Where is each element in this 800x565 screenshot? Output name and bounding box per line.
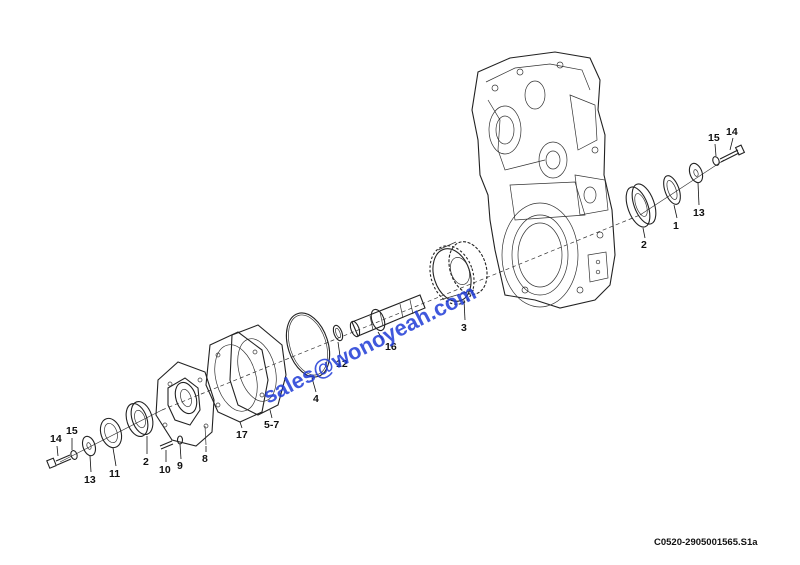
callout-2-left: 2 — [143, 456, 149, 468]
callout-3: 3 — [461, 322, 467, 334]
part-14-bolt-right — [719, 144, 746, 163]
callout-14-left: 14 — [50, 433, 62, 445]
callout-15-right: 15 — [708, 132, 720, 144]
part-13-washer-right — [688, 162, 704, 184]
part-8-cover — [155, 361, 215, 447]
callout-14-right: 14 — [726, 126, 738, 138]
leader-lines — [56, 137, 734, 473]
part-15-lock-washer-right — [712, 156, 720, 166]
part-1-ring — [663, 175, 681, 205]
callout-4: 4 — [313, 393, 319, 405]
part-17-gasket — [205, 331, 269, 423]
transmission-housing — [471, 51, 616, 309]
watermark-text: sales@wonoyeah.com — [259, 279, 480, 408]
part-13-washer-left — [81, 435, 97, 457]
callout-17: 17 — [236, 429, 248, 441]
part-12-o-ring — [332, 324, 344, 342]
shaft-axis-line — [161, 214, 641, 411]
callout-9: 9 — [177, 460, 183, 472]
callout-1: 1 — [673, 220, 679, 232]
callout-5-7: 5-7 — [264, 419, 279, 431]
part-5-7-shims — [229, 324, 287, 416]
part-2-bearing-right — [625, 183, 657, 228]
part-16-shaft — [349, 294, 426, 338]
callout-2-right: 2 — [641, 239, 647, 251]
callout-13-right: 13 — [693, 207, 705, 219]
callout-11: 11 — [109, 468, 120, 480]
callout-15-left: 15 — [66, 425, 78, 437]
callout-8: 8 — [202, 453, 208, 465]
part-4-large-o-ring — [285, 312, 331, 378]
drawing-code: C0520-2905001565.S1a — [654, 537, 758, 548]
part-11-seal — [99, 417, 123, 449]
part-15-lock-washer-left — [70, 450, 78, 460]
part-2-bearing-left — [125, 400, 154, 438]
callout-10: 10 — [159, 464, 171, 476]
part-3-gear — [429, 241, 488, 305]
callout-16: 16 — [385, 341, 397, 353]
part-14-bolt-left — [46, 454, 72, 469]
right-axis-line — [639, 159, 725, 216]
callout-12: 12 — [336, 358, 348, 370]
callout-13-left: 13 — [84, 474, 96, 486]
